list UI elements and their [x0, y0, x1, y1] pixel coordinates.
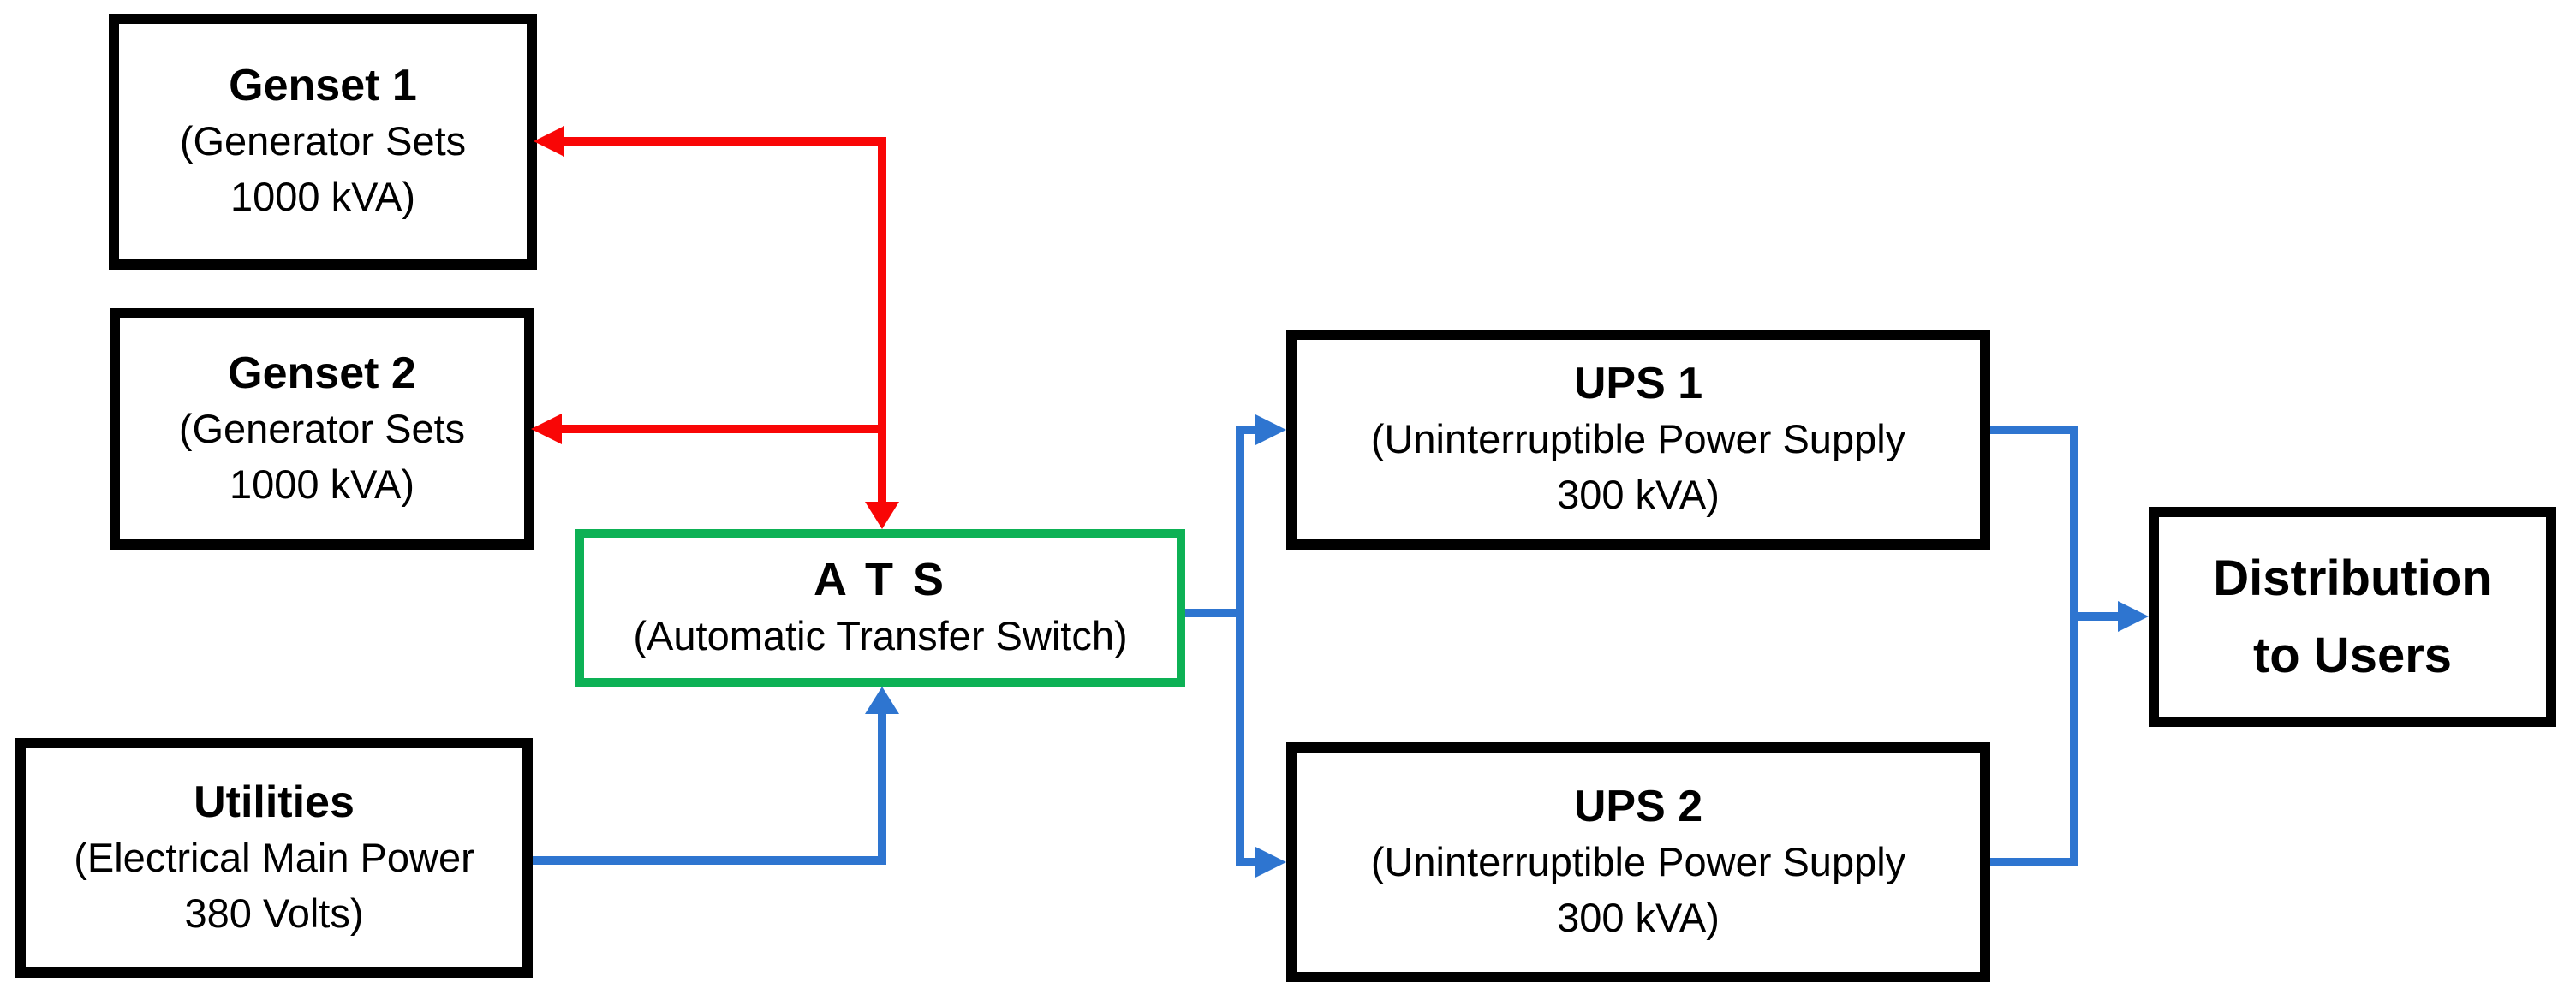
ups1-title: UPS 1 [1573, 359, 1703, 409]
blue-line-to-ups2 [1236, 858, 1257, 866]
red-arrowhead-ats-icon [865, 502, 899, 529]
red-line-to-genset2 [562, 425, 886, 433]
red-arrowhead-genset2-icon [531, 414, 562, 444]
node-genset2: Genset 2 (Generator Sets 1000 kVA) [110, 308, 534, 550]
blue-line-ups2-out [1990, 858, 2078, 866]
distribution-line1: Distribution [2213, 550, 2492, 606]
node-ups1: UPS 1 (Uninterruptible Power Supply 300 … [1286, 330, 1990, 550]
blue-line-ats-out [1185, 609, 1244, 617]
blue-line-right-vertical [2070, 426, 2078, 866]
blue-line-ups1-out [1990, 426, 2078, 434]
ups2-line1: (Uninterruptible Power Supply [1370, 838, 1906, 884]
blue-line-utilities-vertical [878, 711, 886, 865]
red-arrowhead-genset1-icon [534, 126, 564, 157]
distribution-line2: to Users [2252, 627, 2453, 683]
ups1-line1: (Uninterruptible Power Supply [1370, 416, 1906, 462]
blue-arrowhead-ats-icon [865, 687, 899, 714]
red-line-to-genset1 [564, 137, 886, 146]
blue-line-to-distribution [2070, 612, 2120, 621]
node-ats: A T S (Automatic Transfer Switch) [575, 529, 1185, 687]
blue-arrowhead-distribution-icon [2118, 601, 2149, 632]
ups1-line2: 300 kVA) [1557, 472, 1720, 517]
node-utilities: Utilities (Electrical Main Power 380 Vol… [15, 738, 533, 978]
node-distribution: Distribution to Users [2149, 507, 2556, 727]
blue-arrowhead-ups2-icon [1255, 847, 1286, 878]
ups2-title: UPS 2 [1573, 781, 1703, 831]
utilities-line1: (Electrical Main Power [74, 834, 474, 880]
ats-title: A T S [813, 553, 947, 605]
ats-subtitle: (Automatic Transfer Switch) [633, 613, 1128, 659]
utilities-title: Utilities [194, 777, 355, 827]
genset2-line2: 1000 kVA) [230, 461, 414, 507]
blue-arrowhead-ups1-icon [1255, 414, 1286, 445]
genset1-line2: 1000 kVA) [230, 174, 415, 219]
utilities-line2: 380 Volts) [184, 890, 364, 936]
genset1-title: Genset 1 [229, 61, 417, 111]
blue-line-utilities-horizontal [533, 856, 886, 865]
genset2-line1: (Generator Sets [178, 405, 466, 451]
blue-line-mid-vertical [1236, 426, 1244, 866]
node-ups2: UPS 2 (Uninterruptible Power Supply 300 … [1286, 742, 1990, 982]
genset2-title: Genset 2 [228, 348, 416, 398]
red-line-vertical [878, 137, 886, 505]
ups2-line2: 300 kVA) [1557, 894, 1720, 940]
genset1-line1: (Generator Sets [179, 118, 467, 164]
blue-line-to-ups1 [1236, 426, 1257, 434]
node-genset1: Genset 1 (Generator Sets 1000 kVA) [109, 14, 537, 270]
